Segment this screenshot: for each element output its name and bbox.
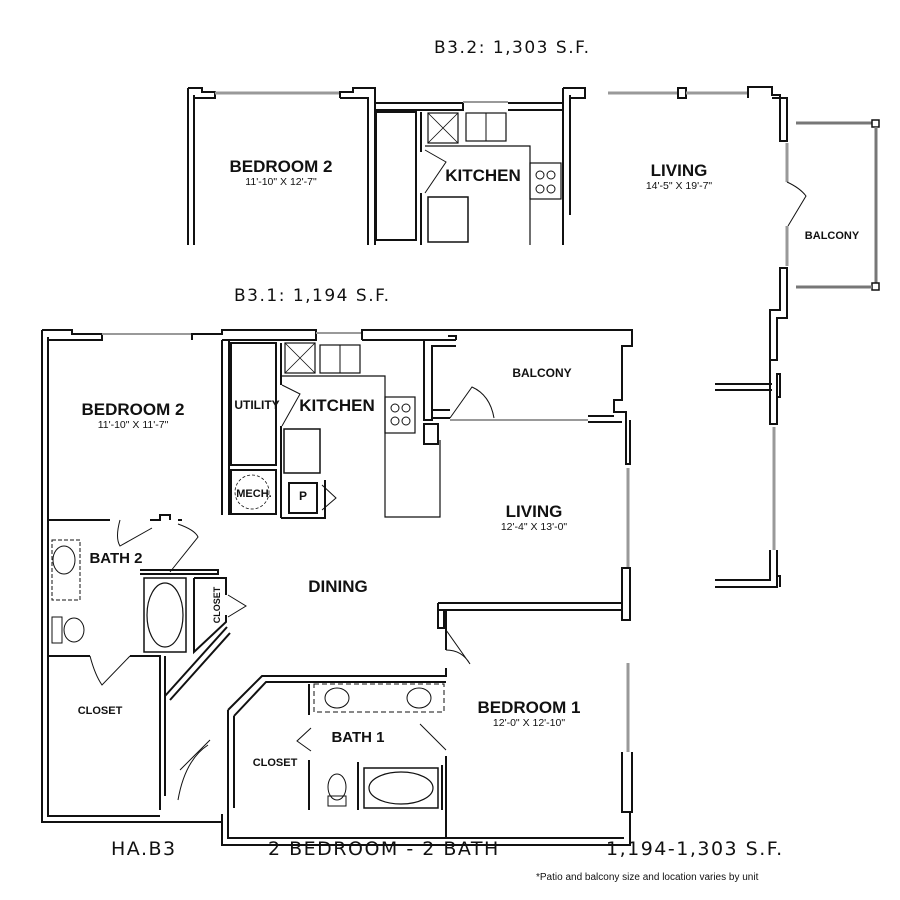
room-dimensions: 12'-0" X 12'-10": [492, 717, 566, 729]
unit-area-range: 1,194-1,303 S.F.: [606, 838, 784, 860]
room-name: CLOSET: [77, 705, 123, 717]
room-name: DINING: [308, 577, 368, 596]
room-b31-bath2: BATH 2: [89, 550, 142, 568]
room-name: UTILITY: [234, 398, 280, 412]
room-b31-dining: DINING: [308, 578, 368, 596]
room-b31-mech: MECH.: [236, 485, 271, 503]
room-name: KITCHEN: [445, 166, 521, 185]
room-name: KITCHEN: [299, 396, 375, 415]
room-b31-pantry: P: [299, 487, 307, 505]
plan-title-b32: B3.2: 1,303 S.F.: [434, 38, 591, 58]
room-b32-bedroom2: BEDROOM 2 11'-10" X 12'-7": [229, 157, 333, 189]
room-b31-balcony: BALCONY: [512, 364, 571, 382]
room-dimensions: 14'-5" X 19'-7": [645, 180, 713, 192]
room-b32-balcony: BALCONY: [805, 227, 859, 245]
room-name: BATH 2: [89, 550, 143, 567]
room-dimensions: 11'-10" X 12'-7": [245, 176, 317, 188]
room-name: BALCONY: [804, 230, 860, 242]
unit-code: HA.B3: [111, 838, 177, 860]
plan-title-b31: B3.1: 1,194 S.F.: [234, 286, 391, 306]
room-dimensions: 12'-4" X 13'-0": [500, 521, 568, 533]
room-name: BALCONY: [512, 366, 572, 380]
room-b31-closet-bath1: CLOSET: [253, 754, 298, 772]
room-name: BEDROOM 2: [229, 157, 333, 176]
room-name: BATH 1: [331, 729, 385, 746]
room-dimensions: 11'-10" X 11'-7": [97, 419, 169, 431]
room-b31-hall-closet: CLOSET: [212, 587, 222, 624]
room-name: BEDROOM 1: [477, 698, 581, 717]
room-b32-living: LIVING 14'-5" X 19'-7": [645, 161, 713, 193]
room-name: MECH.: [236, 488, 272, 500]
room-b31-bath1: BATH 1: [331, 729, 384, 747]
room-name: P: [298, 489, 308, 503]
room-name: LIVING: [505, 502, 563, 521]
room-b31-closet-bed2: CLOSET: [78, 702, 123, 720]
room-b32-kitchen: KITCHEN: [445, 167, 521, 185]
disclaimer-note: *Patio and balcony size and location var…: [536, 872, 759, 883]
room-b31-kitchen: KITCHEN: [299, 397, 375, 415]
room-name: BEDROOM 2: [81, 400, 185, 419]
room-b31-bedroom2: BEDROOM 2 11'-10" X 11'-7": [81, 400, 185, 432]
room-name: CLOSET: [212, 586, 222, 624]
room-b31-bedroom1: BEDROOM 1 12'-0" X 12'-10": [477, 698, 581, 730]
unit-type: 2 BEDROOM - 2 BATH: [268, 838, 500, 860]
room-b31-living: LIVING 12'-4" X 13'-0": [500, 502, 568, 534]
room-name: CLOSET: [252, 757, 298, 769]
room-b31-utility: UTILITY: [234, 396, 279, 414]
room-name: LIVING: [650, 161, 708, 180]
